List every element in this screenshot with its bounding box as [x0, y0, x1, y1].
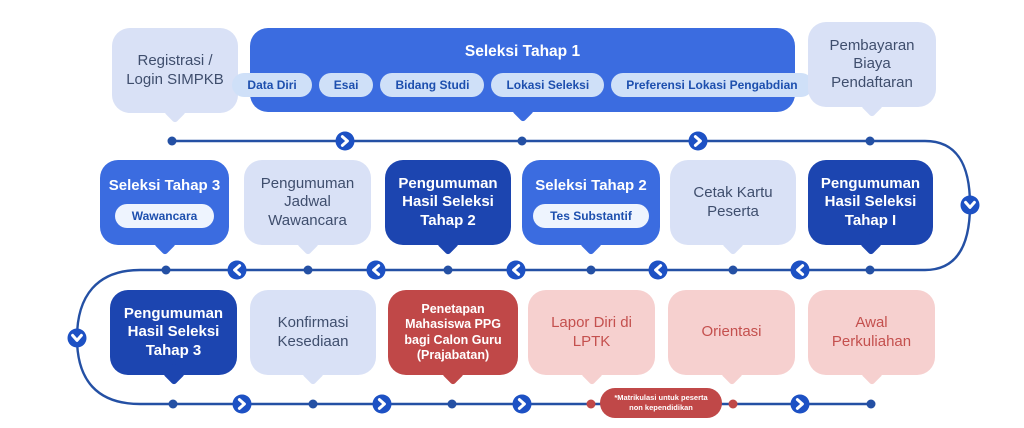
stage-label: Awal Perkuliahan: [831, 314, 912, 350]
arrow-left-icon: [227, 260, 247, 280]
chip-preferensi-lokasi-pengabdian: Preferensi Lokasi Pengabdian: [611, 72, 813, 98]
stage-label: Orientasi: [701, 323, 762, 341]
stage-cetak-kartu-peserta: Cetak Kartu Peserta: [670, 160, 796, 245]
stage-seleksi-tahap-2: Seleksi Tahap 2 Tes Substantif: [522, 160, 660, 245]
arrow-right-icon: [232, 394, 252, 414]
stage-pengumuman-jadwal-wawancara: Pengumuman Jadwal Wawancara: [244, 160, 371, 245]
seleksi-tahap-1-chips: Data Diri Esai Bidang Studi Lokasi Selek…: [232, 72, 813, 98]
arrow-right-icon: [372, 394, 392, 414]
stage-label: Pembayaran Biaya Pendaftaran: [829, 37, 915, 91]
flow-dot: [728, 399, 738, 409]
arrow-right-icon: [688, 131, 708, 151]
stage-penetapan-mahasiswa-ppg: Penetapan Mahasiswa PPG bagi Calon Guru …: [388, 290, 518, 375]
arrow-left-icon: [366, 260, 386, 280]
flow-dot: [447, 399, 457, 409]
stage-konfirmasi-kesediaan: Konfirmasi Kesediaan: [250, 290, 376, 375]
stage-orientasi: Orientasi: [668, 290, 795, 375]
arrow-left-icon: [506, 260, 526, 280]
stage-seleksi-tahap-3: Seleksi Tahap 3 Wawancara: [100, 160, 229, 245]
flow-dot: [168, 399, 178, 409]
chip-data-diri: Data Diri: [232, 72, 312, 98]
flow-dot: [866, 399, 876, 409]
stage-registrasi-login-simpkb: Registrasi / Login SIMPKB: [112, 28, 238, 113]
chip-bidang-studi: Bidang Studi: [380, 72, 485, 98]
flow-line: [75, 139, 972, 406]
flow-dot: [586, 265, 596, 275]
stage-label: Pengumuman Hasil Seleksi Tahap 2: [398, 175, 498, 229]
arrow-left-icon: [790, 260, 810, 280]
arrow-right-icon: [335, 131, 355, 151]
arrow-down-icon: [67, 328, 87, 348]
stage-lapor-diri-di-lptk: Lapor Diri di LPTK: [528, 290, 655, 375]
stage-label: Pengumuman Jadwal Wawancara: [260, 175, 355, 229]
chip-wawancara: Wawancara: [114, 203, 215, 229]
stage-title: Seleksi Tahap 3: [108, 176, 221, 194]
flow-dot: [586, 399, 596, 409]
stage-awal-perkuliahan: Awal Perkuliahan: [808, 290, 935, 375]
chip-tes-substantif: Tes Substantif: [533, 203, 649, 229]
stage-pengumuman-hasil-seleksi-tahap-1: Pengumuman Hasil Seleksi Tahap I: [808, 160, 933, 245]
flow-dot: [443, 265, 453, 275]
arrow-down-icon: [960, 195, 980, 215]
chip-lokasi-seleksi: Lokasi Seleksi: [491, 72, 605, 98]
stage-label: Registrasi / Login SIMPKB: [126, 52, 224, 88]
flow-dot: [167, 136, 177, 146]
stage-label: Pengumuman Hasil Seleksi Tahap 3: [123, 305, 224, 359]
stage-pengumuman-hasil-seleksi-tahap-2: Pengumuman Hasil Seleksi Tahap 2: [385, 160, 511, 245]
stage-title: Seleksi Tahap 1: [464, 42, 581, 60]
flow-dot: [865, 136, 875, 146]
arrow-right-icon: [790, 394, 810, 414]
stage-title: Seleksi Tahap 2: [535, 176, 647, 194]
flow-dot: [161, 265, 171, 275]
stage-pembayaran-biaya-pendaftaran: Pembayaran Biaya Pendaftaran: [808, 22, 936, 107]
flow-dot: [728, 265, 738, 275]
flow-dot: [865, 265, 875, 275]
arrow-right-icon: [512, 394, 532, 414]
stage-seleksi-tahap-1: Seleksi Tahap 1 Data Diri Esai Bidang St…: [232, 28, 813, 112]
flow-dot: [517, 136, 527, 146]
flow-dot: [303, 265, 313, 275]
arrow-left-icon: [648, 260, 668, 280]
note-label: *Matrikulasi untuk peserta non kependidi…: [614, 392, 708, 412]
chip-esai: Esai: [318, 72, 374, 98]
stage-label: Pengumuman Hasil Seleksi Tahap I: [820, 175, 921, 229]
stage-label: Konfirmasi Kesediaan: [277, 314, 349, 350]
flow-dot: [308, 399, 318, 409]
stage-label: Penetapan Mahasiswa PPG bagi Calon Guru …: [404, 302, 502, 362]
stage-label: Cetak Kartu Peserta: [693, 184, 773, 220]
stage-pengumuman-hasil-seleksi-tahap-3: Pengumuman Hasil Seleksi Tahap 3: [110, 290, 237, 375]
matrikulasi-note-badge: *Matrikulasi untuk peserta non kependidi…: [600, 388, 722, 418]
stage-label: Lapor Diri di LPTK: [551, 314, 632, 350]
